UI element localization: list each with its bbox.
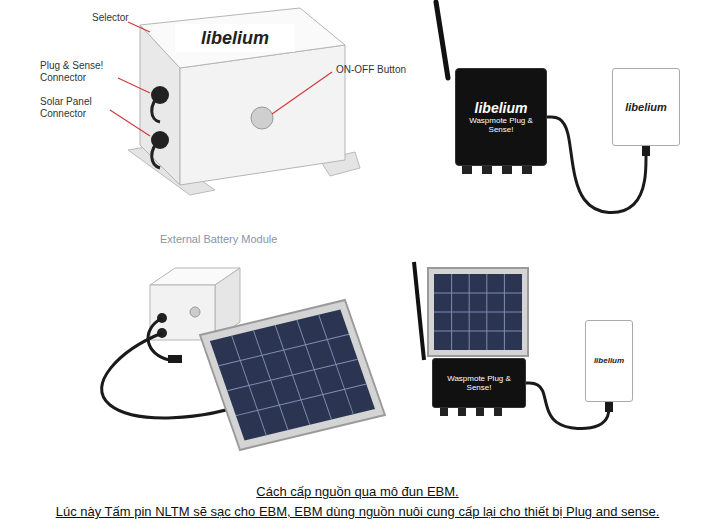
- panel-frame: [428, 268, 528, 356]
- device-label: libelium: [475, 100, 528, 116]
- antenna: [414, 262, 424, 360]
- cable-gland: [476, 408, 484, 416]
- cell-grid: [434, 274, 522, 350]
- battery-module: libelium: [612, 68, 680, 146]
- callout-label: ON-OFF Button: [336, 64, 426, 76]
- leader-line: [110, 110, 150, 136]
- panel-frame: [200, 300, 385, 450]
- device-label: libelium: [594, 356, 624, 365]
- on-off-button: [190, 307, 200, 317]
- leader-line: [118, 78, 150, 93]
- battery-module: libelium: [585, 320, 633, 402]
- figure-title: External Battery Module: [160, 233, 320, 246]
- device-sublabel: Waspmote Plug & Sense!: [459, 116, 543, 134]
- panel-cells: [434, 274, 522, 350]
- housing-front-face: [150, 285, 215, 340]
- solar-panel: [200, 300, 385, 450]
- leader-line: [272, 72, 332, 114]
- device-label: Waspmote Plug & Sense!: [436, 374, 522, 392]
- housing-front-face: [180, 45, 345, 185]
- panel-cells: [210, 309, 375, 440]
- leader-line: [128, 22, 150, 32]
- callout-label: Selector: [92, 12, 132, 24]
- cable-plug: [642, 146, 650, 156]
- cable-gland: [494, 408, 502, 416]
- device-label: libelium: [625, 101, 667, 114]
- device-label: libelium: [201, 28, 269, 49]
- solar-panel-mounted: [414, 262, 528, 416]
- battery-module-housing: [128, 8, 360, 195]
- module-lid-label: libelium: [175, 24, 295, 52]
- connector-cap-strap: [152, 140, 160, 168]
- leader-lines: [110, 22, 332, 136]
- caption-line: Lúc này Tấm pin NLTM sẽ sạc cho EBM, EBM…: [0, 504, 715, 519]
- callout-label: Plug & Sense! Connector: [40, 60, 118, 84]
- antenna: [436, 2, 448, 78]
- cable-plug: [605, 402, 613, 412]
- plug-and-sense-device: Waspmote Plug & Sense!: [432, 358, 526, 408]
- cable-end: [148, 318, 170, 360]
- on-off-button: [251, 107, 273, 129]
- connector-cap-strap: [152, 95, 160, 122]
- cable-gland: [458, 408, 466, 416]
- plug-and-sense-device: libeliumWaspmote Plug & Sense!: [455, 68, 547, 166]
- housing-top-face: [140, 8, 345, 68]
- cable-gland: [440, 408, 448, 416]
- callout-label: Solar Panel Connector: [40, 96, 108, 120]
- caption: Cách cấp nguồn qua mô đun EBM.: [0, 484, 715, 499]
- cable-plug: [168, 355, 182, 363]
- cell-grid: [210, 309, 375, 440]
